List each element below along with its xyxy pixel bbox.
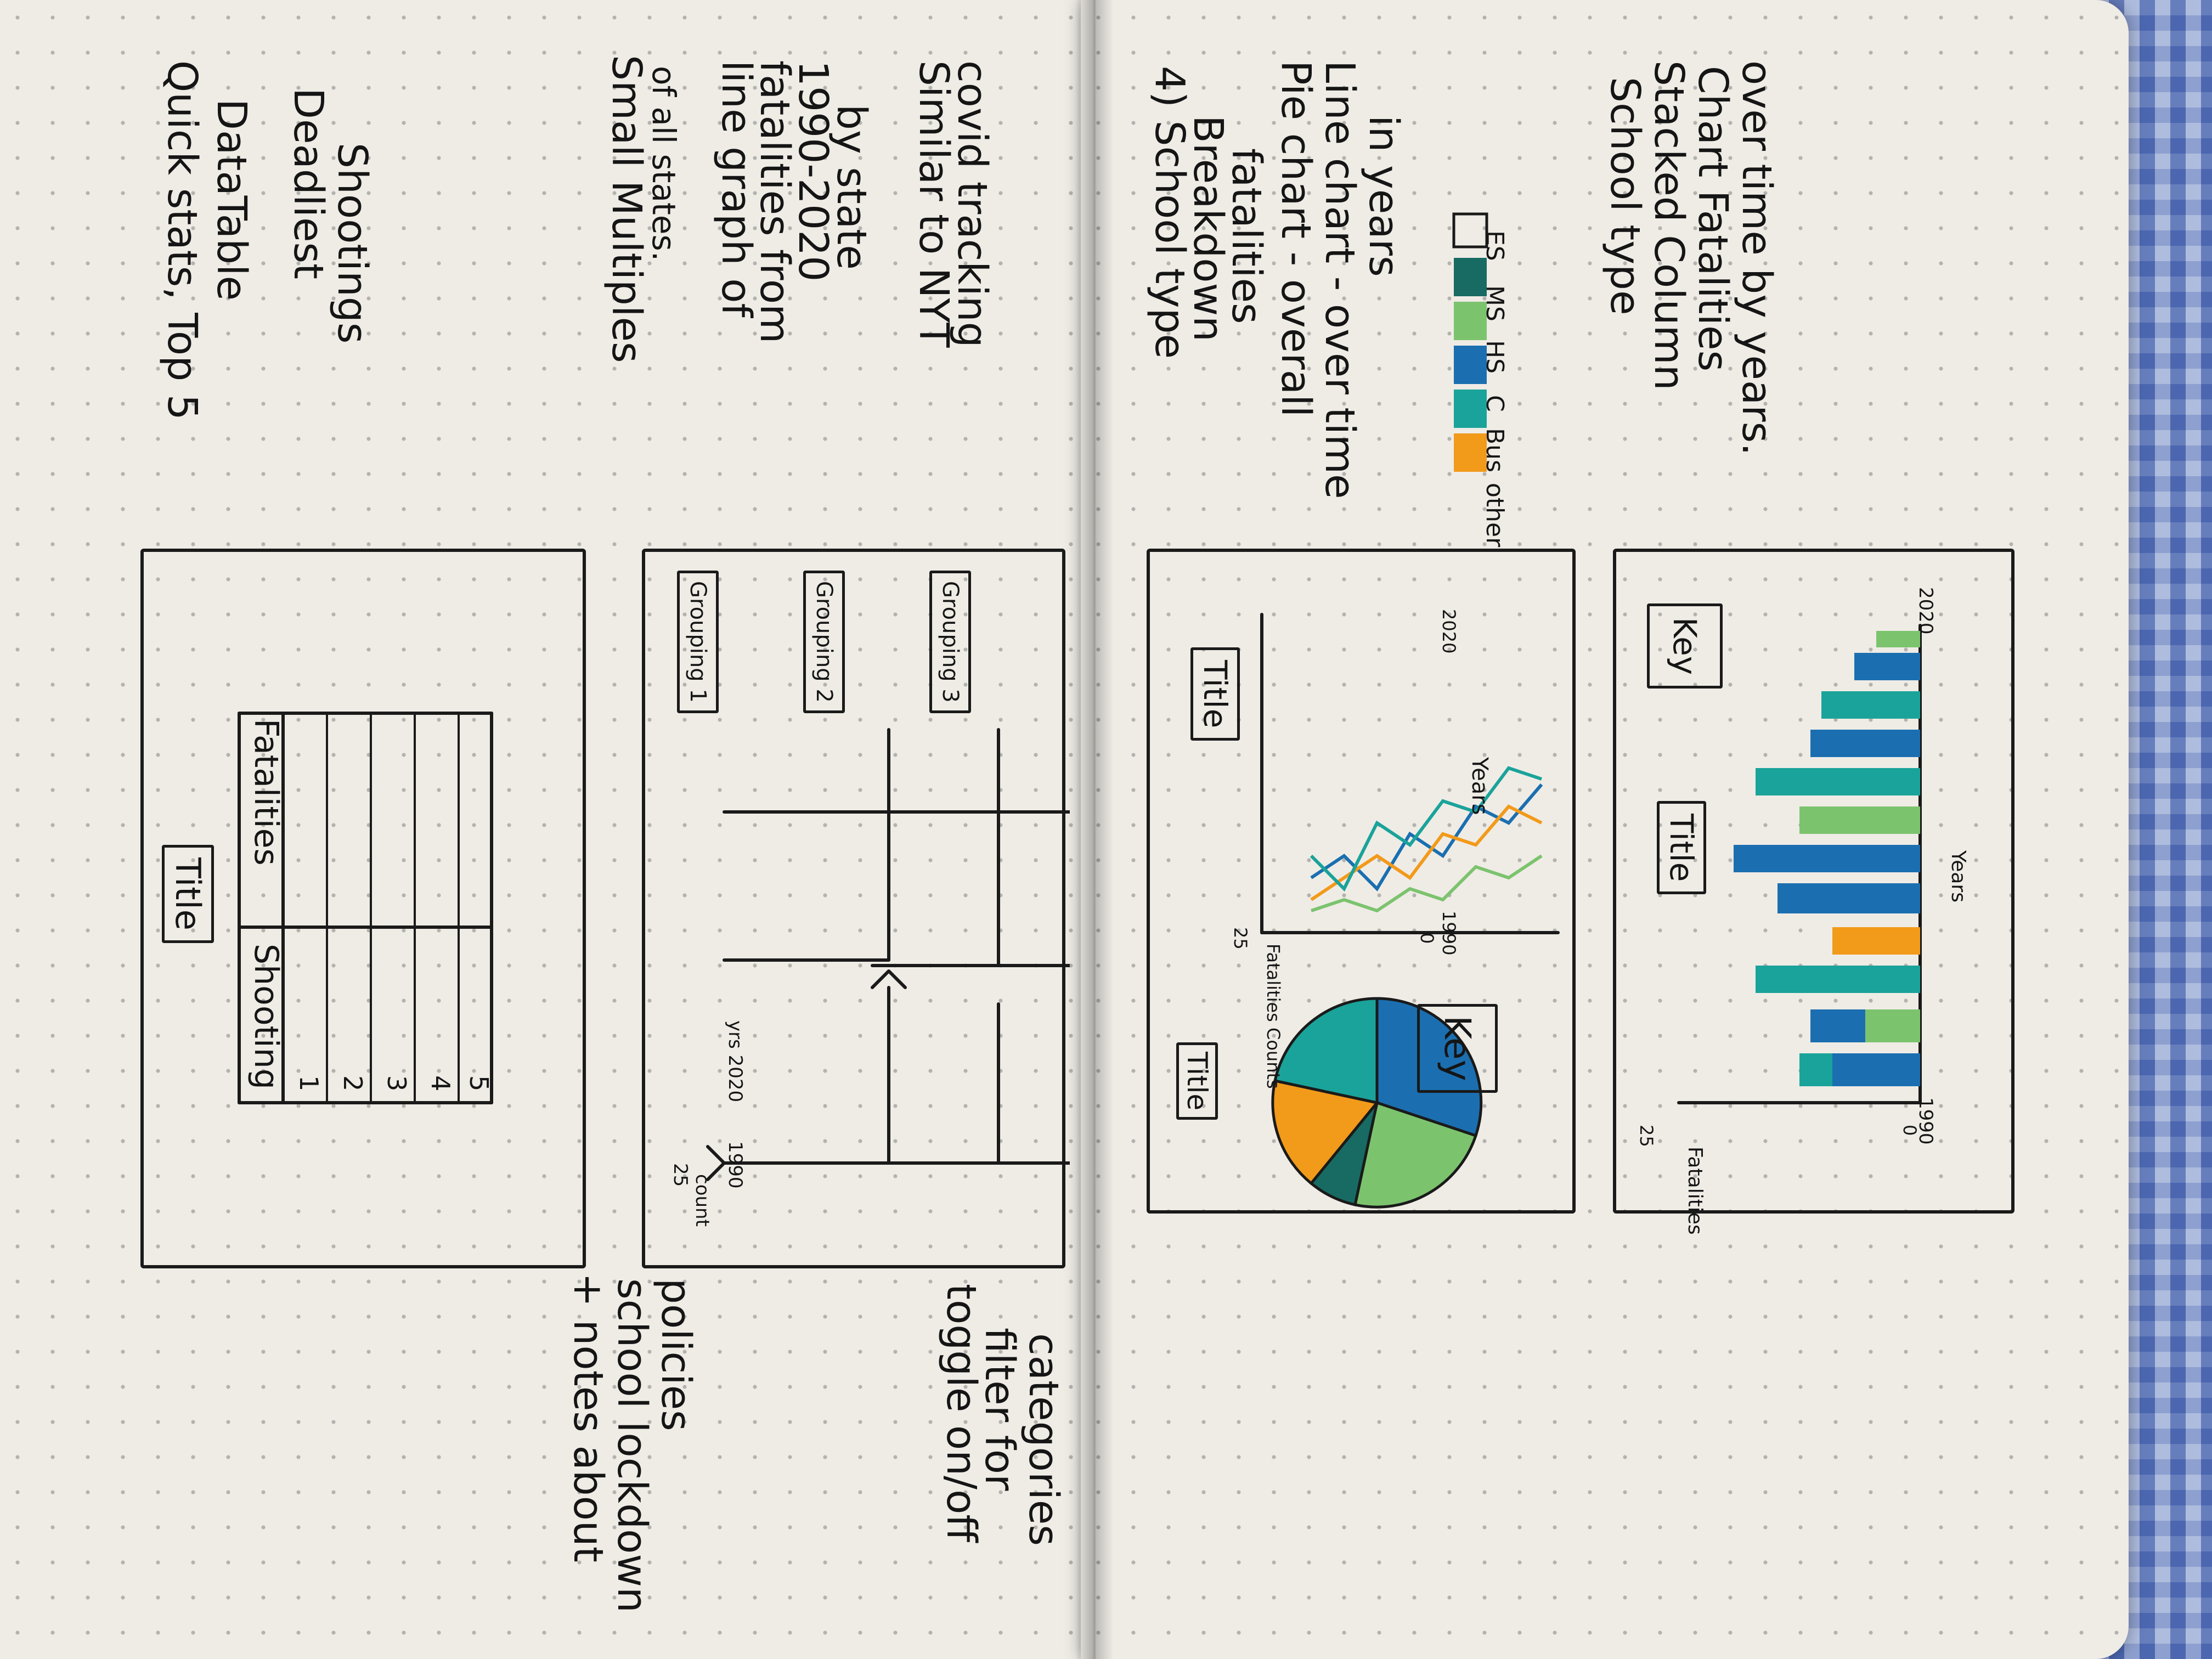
line-x-end: 2020 bbox=[1438, 609, 1459, 654]
note-fatalities: fatalities bbox=[1223, 148, 1270, 324]
legend-label-other: other bbox=[1481, 483, 1509, 548]
stacked-y-top: 25 bbox=[1636, 1125, 1657, 1147]
note-stacked-chart: Chart Fatalities bbox=[1689, 66, 1736, 372]
stacked-bars bbox=[1734, 631, 1920, 1086]
pie-chart-sketch bbox=[1260, 613, 1560, 1209]
line-y-label: Fatalities Counts bbox=[1263, 944, 1284, 1089]
multiples-axis-ylabel: count bbox=[691, 1174, 713, 1227]
stacked-sketch-title: Title bbox=[1657, 801, 1706, 895]
note-line-chart: Line chart - over time bbox=[1316, 60, 1363, 499]
legend-label-bus: Bus bbox=[1481, 428, 1509, 472]
stacked-x-label: Years bbox=[1947, 850, 1970, 902]
note-pie-chart: Pie chart - overall bbox=[1272, 60, 1319, 417]
small-multiples-axes bbox=[706, 728, 1070, 1181]
table-sketch-grid bbox=[238, 712, 493, 1104]
multiples-axis-x-end: yrs 2020 bbox=[724, 1020, 746, 1103]
stacked-sketch-frame bbox=[1613, 549, 2015, 1214]
legend-label-ms: MS bbox=[1481, 285, 1509, 321]
notebook-spine bbox=[1075, 0, 1114, 1659]
note-lockdown: + notes about bbox=[565, 1273, 612, 1562]
table-row-num: 1 bbox=[294, 1075, 324, 1092]
pie-sketch-title: Title bbox=[1176, 1042, 1218, 1120]
table-col-fatalities: Fatalities bbox=[247, 719, 285, 866]
pie-line-sketch-frame bbox=[1147, 549, 1576, 1214]
small-multiples-frame bbox=[642, 549, 1065, 1268]
notebook-right-page bbox=[1081, 0, 2129, 1659]
table-row-num: 3 bbox=[382, 1075, 411, 1092]
grouping-2-label: Grouping 2 bbox=[803, 571, 845, 713]
note-stacked-column: Stacked Column bbox=[1645, 60, 1692, 391]
notebook-left-page bbox=[0, 0, 1103, 1659]
line-y-zero: 0 bbox=[1417, 933, 1437, 944]
table-row-num: 2 bbox=[338, 1075, 368, 1092]
note-small-multiples: Small Multiples bbox=[603, 55, 650, 363]
note-toggle-2: filter for bbox=[976, 1328, 1023, 1491]
line-sketch-title: Title bbox=[1190, 647, 1240, 741]
grouping-1-label: Grouping 1 bbox=[677, 571, 719, 713]
legend-label-es: ES bbox=[1481, 230, 1509, 261]
legend-color-swatches bbox=[1452, 212, 1488, 472]
stacked-sketch-key: Key bbox=[1647, 603, 1723, 689]
note-lockdown-2: school lockdown bbox=[608, 1278, 656, 1613]
stacked-y-label: Fatalities bbox=[1684, 1147, 1706, 1235]
table-col-shooting: Shooting bbox=[247, 944, 285, 1090]
note-quick-stats-2: DataTable bbox=[208, 99, 255, 301]
table-row-num: 5 bbox=[464, 1075, 494, 1092]
line-x-start: 1990 bbox=[1438, 911, 1459, 956]
legend-label-hs: HS bbox=[1481, 340, 1509, 374]
note-stacked-school-type: School type bbox=[1601, 77, 1649, 315]
table-row-num: 4 bbox=[426, 1075, 455, 1092]
line-y-top: 25 bbox=[1230, 927, 1251, 950]
legend-label-c: C bbox=[1481, 395, 1509, 412]
pie-sketch-key: Key bbox=[1417, 1004, 1498, 1093]
note-deadliest: Deadliest bbox=[285, 88, 332, 280]
note-small-multiples-2: of all states. bbox=[645, 66, 682, 262]
note-by-state: by state bbox=[828, 104, 875, 270]
table-sketch-frame bbox=[140, 549, 586, 1268]
stacked-column-chart bbox=[1677, 624, 1922, 1104]
multiples-axis-x-start: 1990 bbox=[724, 1141, 746, 1189]
line-x-label: Years bbox=[1467, 757, 1492, 815]
note-quick-stats: Quick stats, Top 5 bbox=[159, 60, 206, 420]
multiples-axis-top: 25 bbox=[669, 1163, 691, 1187]
note-toggle-3: categories bbox=[1020, 1333, 1067, 1546]
note-covid-tracking: covid tracking bbox=[949, 60, 996, 348]
note-lockdown-3: policies bbox=[652, 1278, 699, 1431]
note-deadliest-2: Shootings bbox=[329, 143, 376, 344]
grouping-3-label: Grouping 3 bbox=[929, 571, 971, 713]
stacked-x-end: 2020 bbox=[1915, 587, 1937, 635]
note-in-years: in years bbox=[1360, 115, 1407, 277]
stacked-x-start: 1990 bbox=[1915, 1097, 1937, 1145]
note-stacked-over-time: over time by years. bbox=[1733, 60, 1780, 456]
